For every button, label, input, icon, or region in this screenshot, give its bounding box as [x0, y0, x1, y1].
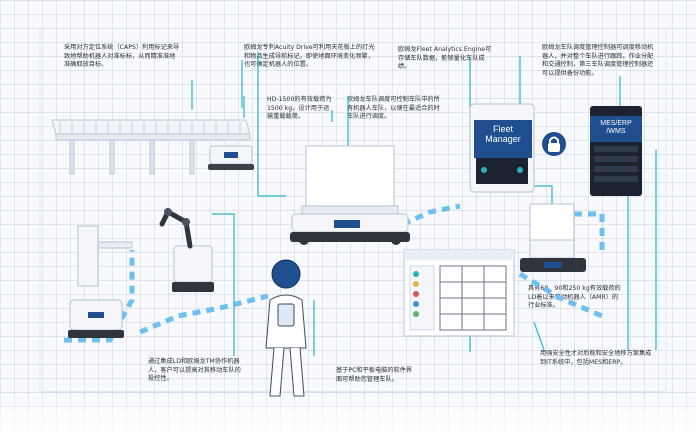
cobot-amr: [159, 208, 214, 292]
note-collab: 通过集成LD和欧姆龙TM协作机器人，客户可以提高对其移动车队的投控性。: [148, 358, 241, 383]
mes-label: MES/ERP /WMS: [590, 116, 642, 142]
agv-boxes: [520, 203, 586, 272]
note-hd1500: HD-1500的有效载荷为1500 kg，设计用于运输重载载荷。: [267, 96, 332, 121]
conveyor: [51, 119, 251, 175]
bottom-fade: [0, 392, 696, 436]
note-fleet-analytics: 欧姆龙Fleet Analytics Engine可存储车队数据，能够量化车队成…: [398, 46, 492, 71]
note-pc-tablet: 基于PC和平板电脑的软件界面可帮助您管理车队。: [336, 367, 413, 383]
note-safety: 用强安全性才对后能和安全地移方案集成到IT系统中，包括MES和ERP。: [540, 350, 652, 366]
mobile-manipulator: [68, 225, 133, 338]
note-acuity: 欧姆龙专利Acuity Drive可利用天花板上的灯光和物品生成导航标记，即使地…: [244, 44, 375, 69]
note-payload: 具有60、90和250 kg有效载荷的LD着以来移动机器人（AMR）的行业标准。: [528, 285, 621, 310]
agv-small: [208, 145, 254, 170]
note-fleet-traffic: 欧姆龙车队调度可控制车队中的所有机器人车队，以便在最适合的时车队进行调度。: [347, 96, 440, 121]
fleet-manager-label: Fleet Manager: [474, 120, 532, 158]
lock-icon: [542, 132, 566, 156]
person-icon: [265, 259, 307, 397]
note-caps: 采用对方定位系统（CAPS）利用标记来导致地帮助机器人对准标标，从而精准准地准确…: [64, 44, 180, 69]
agv-large: [290, 145, 410, 245]
software-ui-panel: [403, 249, 515, 337]
note-fleet-manager-desc: 欧姆龙车队调度管理控制器可调度移动机器人，并对整个车队进行跟踪。作业分配和交通控…: [542, 44, 654, 77]
